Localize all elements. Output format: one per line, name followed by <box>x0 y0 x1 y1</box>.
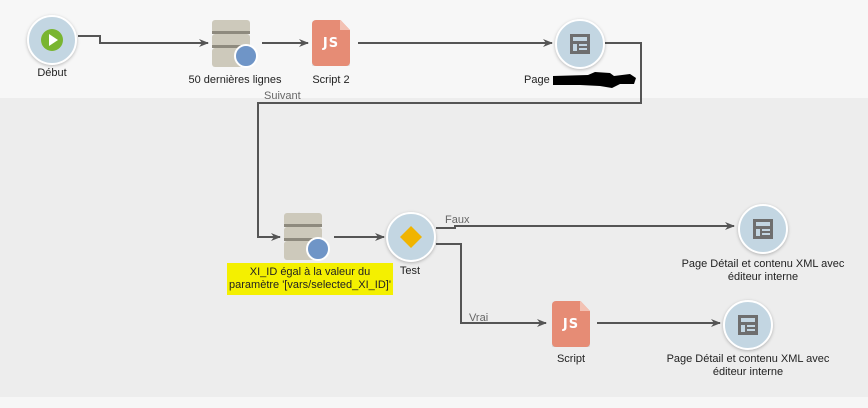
query-status-dot <box>306 237 330 261</box>
link-start-to-query1[interactable] <box>78 35 209 47</box>
node-start-label: Début <box>37 67 67 79</box>
node-query2-label: XI_ID égal à la valeur du paramètre '[va… <box>226 263 394 295</box>
node-page-false-label: Page Détail et contenu XML avec éditeur … <box>663 258 863 284</box>
link-test-to-script[interactable] <box>436 243 547 327</box>
node-query2-label-line2: paramètre '[vars/selected_XI_ID]' <box>229 279 391 291</box>
node-page1[interactable] <box>555 19 605 69</box>
node-start[interactable]: Début <box>27 15 77 85</box>
js-script-icon: JS <box>552 301 590 347</box>
node-page1-label: Page <box>524 74 550 86</box>
edge-label-suivant: Suivant <box>264 90 301 102</box>
link-page1-to-query2[interactable] <box>257 42 642 241</box>
node-page-false[interactable] <box>738 204 788 254</box>
node-page-true-label-line2: éditeur interne <box>712 366 784 378</box>
edge-label-vrai: Vrai <box>469 312 489 324</box>
play-icon <box>41 29 63 51</box>
edge-label-faux: Faux <box>445 214 470 226</box>
page-false-circle <box>738 204 788 254</box>
page-icon <box>753 219 773 239</box>
js-script-icon: JS <box>312 20 350 66</box>
diamond-icon <box>400 226 422 248</box>
redaction-mark <box>553 72 636 88</box>
node-query1[interactable] <box>212 20 258 70</box>
query-status-dot <box>234 44 258 68</box>
node-test-label: Test <box>399 265 421 277</box>
node-query2-label-line1: XI_ID égal à la valeur du <box>249 266 371 278</box>
node-query1-label: 50 dernières lignes <box>188 74 282 86</box>
node-script2-label: Script 2 <box>312 74 350 86</box>
start-circle <box>27 15 77 65</box>
link-test-to-page-false[interactable] <box>436 222 735 230</box>
canvas-bottom-band <box>0 397 868 408</box>
page-icon <box>738 315 758 335</box>
canvas-top-band <box>0 0 868 98</box>
node-script2[interactable]: JS <box>312 20 350 67</box>
node-page-true-label-line1: Page Détail et contenu XML avec <box>666 353 830 365</box>
node-page-true-label: Page Détail et contenu XML avec éditeur … <box>648 353 848 379</box>
database-icon <box>212 20 258 68</box>
database-icon <box>284 213 330 261</box>
node-page-true[interactable] <box>723 300 773 350</box>
test-circle <box>386 212 436 262</box>
page-icon <box>570 34 590 54</box>
canvas-main-band <box>0 98 868 397</box>
node-script-label: Script <box>556 353 586 365</box>
page1-circle <box>555 19 605 69</box>
node-test[interactable] <box>386 212 436 262</box>
node-query2[interactable] <box>284 213 330 263</box>
page-true-circle <box>723 300 773 350</box>
node-page-false-label-line1: Page Détail et contenu XML avec <box>681 258 845 270</box>
node-page-false-label-line2: éditeur interne <box>727 271 799 283</box>
node-script[interactable]: JS <box>552 301 590 348</box>
